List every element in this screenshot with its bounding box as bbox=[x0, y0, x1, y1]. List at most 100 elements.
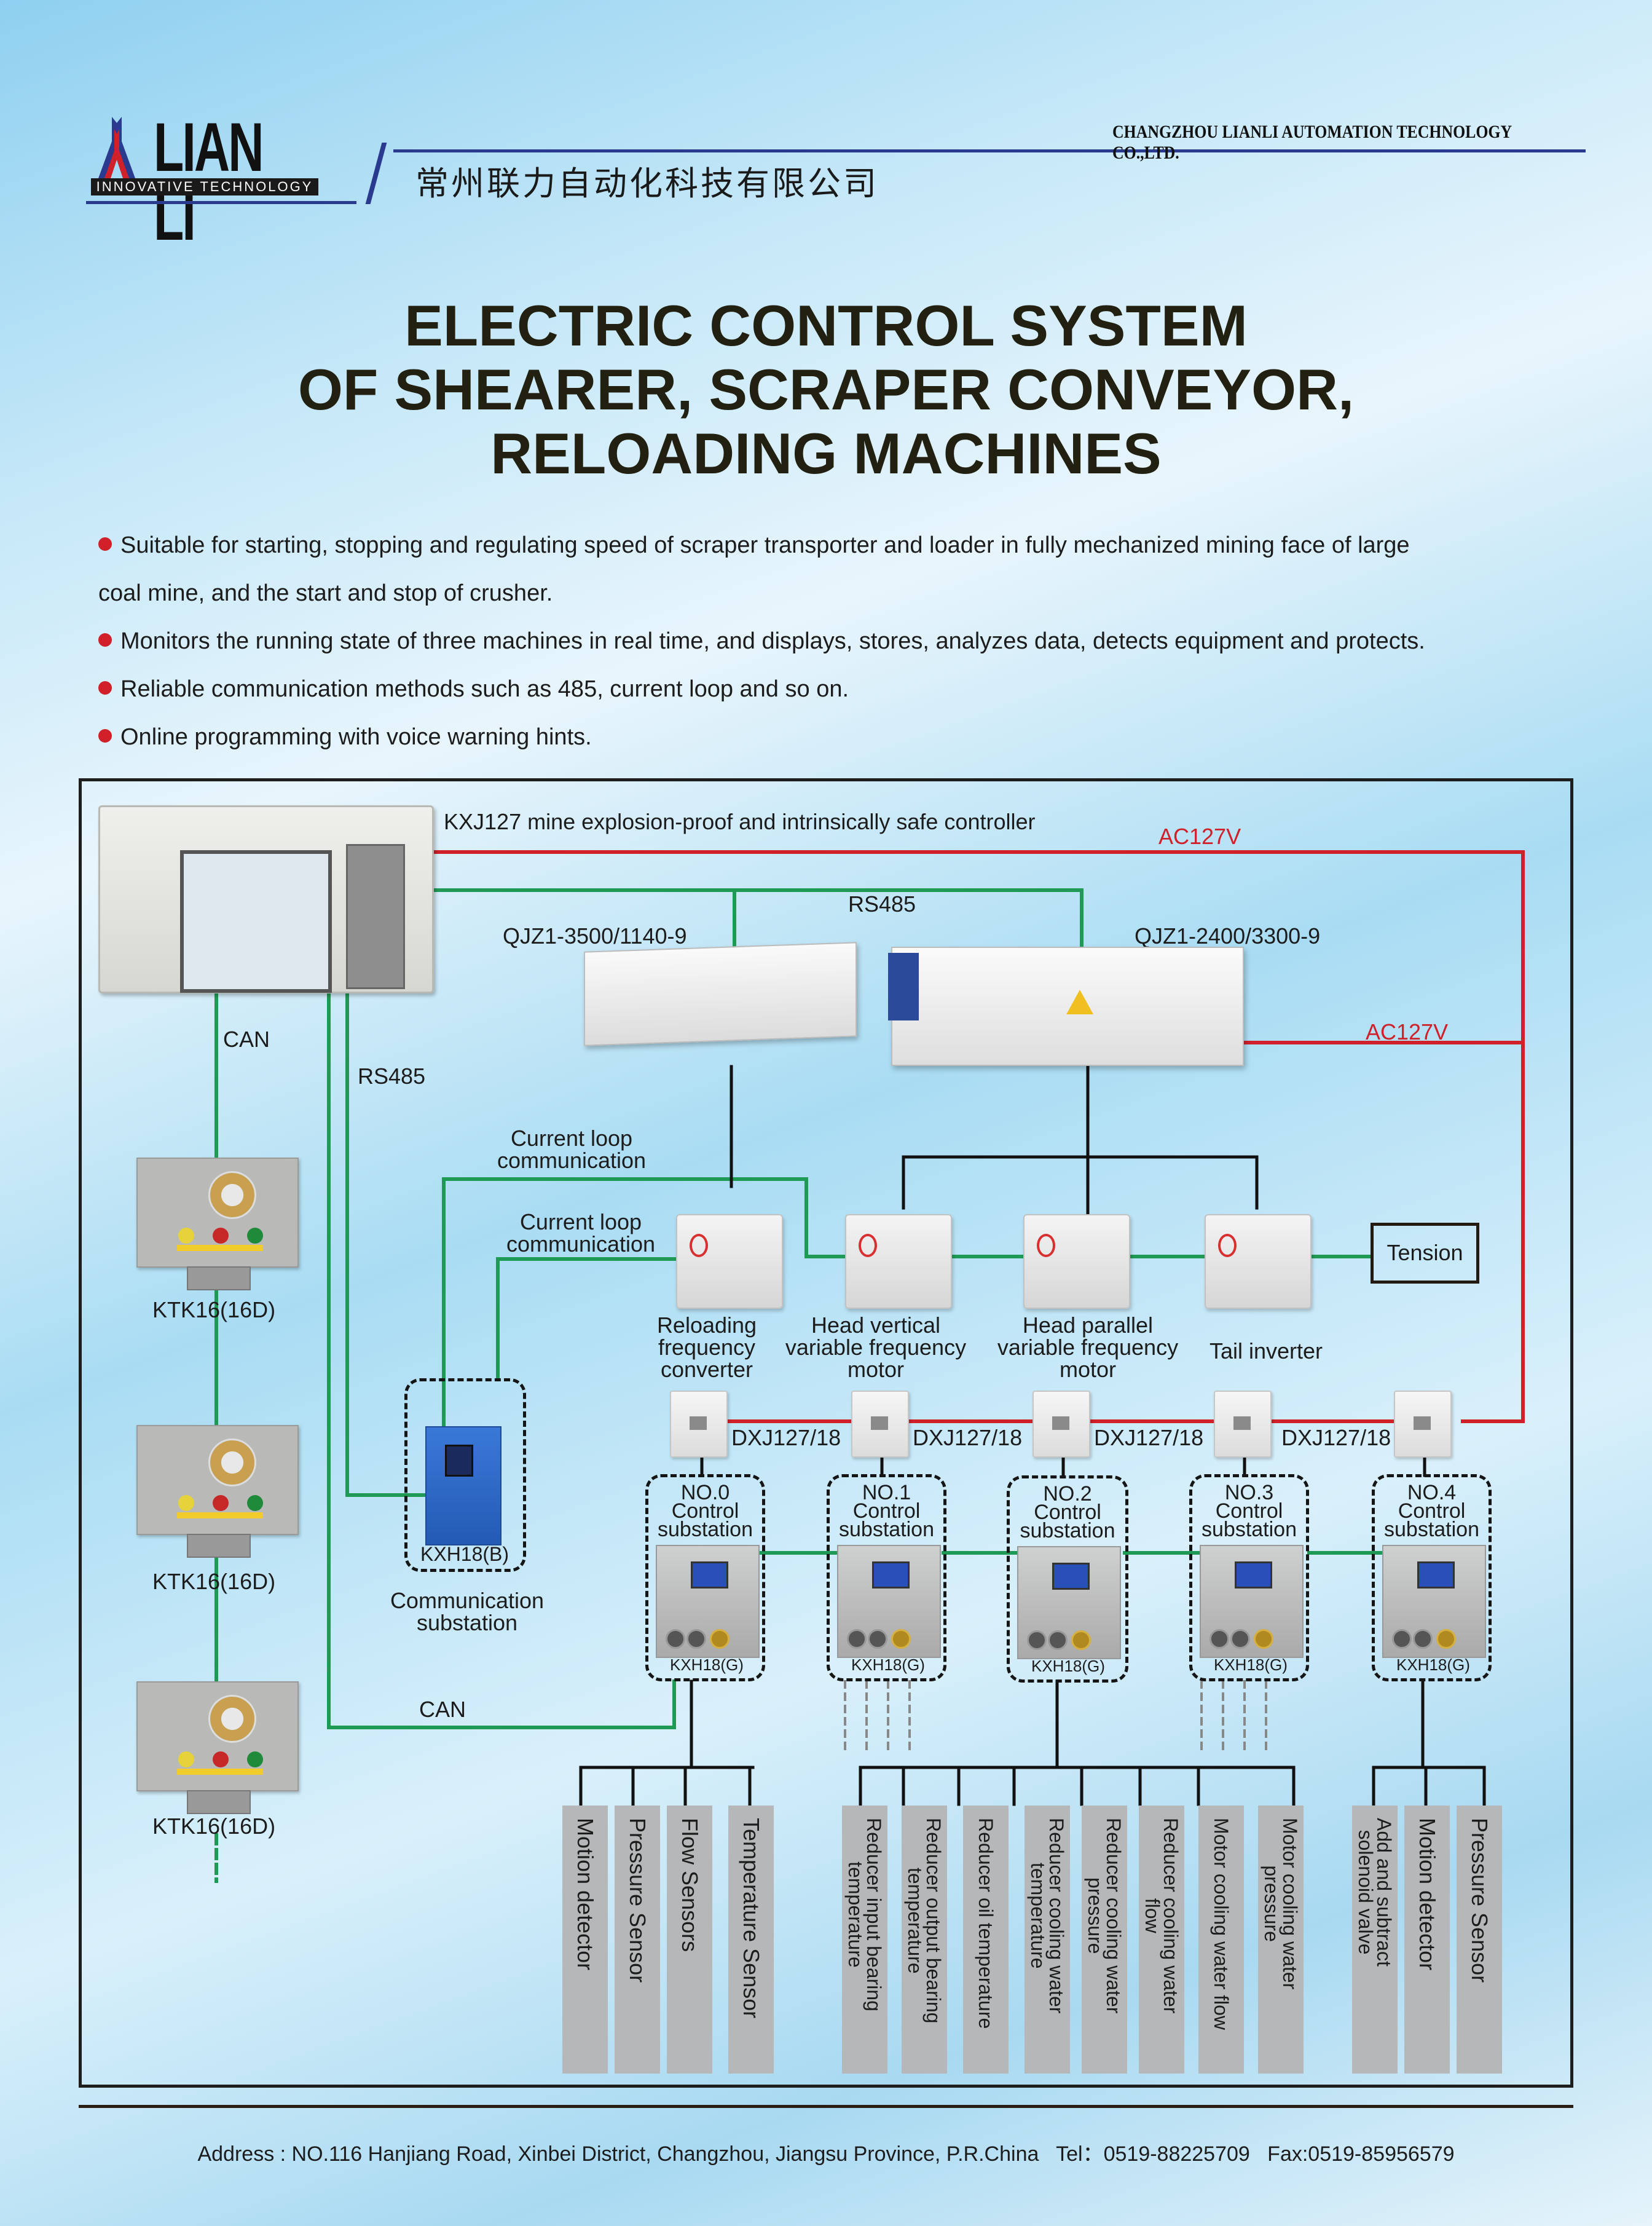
selector-knob-icon bbox=[208, 1439, 256, 1486]
tension-box: Tension bbox=[1371, 1223, 1479, 1284]
kxh18b-unit bbox=[425, 1426, 502, 1545]
ac127v-label-top: AC127V bbox=[1158, 824, 1241, 849]
control-substation-0: NO.0 Control substation KXH18(G) bbox=[645, 1474, 765, 1681]
sensor-box: Motor cooling water flow bbox=[1198, 1806, 1244, 2074]
ac-line-top bbox=[430, 850, 1525, 1423]
high-voltage-warning-icon bbox=[1066, 990, 1093, 1014]
bullet-dot-icon bbox=[98, 633, 112, 647]
sensor-box: Pressure Sensor bbox=[615, 1806, 660, 2074]
sensor-box: Motion detector bbox=[1404, 1806, 1450, 2074]
bullet-dot-icon bbox=[98, 681, 112, 695]
footer-address: Address : NO.116 Hanjiang Road, Xinbei D… bbox=[197, 2142, 1039, 2166]
brand-name: LIAN LI bbox=[154, 109, 264, 255]
kxh18g-label: KXH18(G) bbox=[851, 1656, 925, 1674]
switchgear-blue-panel bbox=[888, 953, 919, 1020]
ac127v-label-right: AC127V bbox=[1366, 1019, 1449, 1044]
motor-label: Reloading frequency converter bbox=[656, 1312, 757, 1382]
sensor-box: Reducer input bearing temperature bbox=[842, 1806, 887, 2074]
sensor-box: Reducer oil temperature bbox=[963, 1806, 1009, 2074]
feature-item-continuation: coal mine, and the start and stop of cru… bbox=[98, 580, 553, 606]
can-label-left: CAN bbox=[223, 1027, 270, 1052]
selector-knob-icon bbox=[208, 1695, 256, 1743]
dxj-power-box bbox=[1032, 1391, 1090, 1458]
current-loop-1 bbox=[442, 1177, 850, 1483]
signal-lines bbox=[579, 1065, 1486, 1806]
feature-item: Reliable communication methods such as 4… bbox=[98, 665, 1573, 713]
dxj-power-box bbox=[851, 1391, 909, 1458]
qjz1-3500-switchgear bbox=[584, 942, 857, 1046]
dxj-power-box bbox=[670, 1391, 728, 1458]
sub0-sensor-bus bbox=[579, 1679, 755, 1806]
motor-label: Tail inverter bbox=[1209, 1338, 1323, 1364]
comm-substation-group bbox=[404, 1378, 526, 1572]
qjz-b-label: QJZ1-2400/3300-9 bbox=[1135, 923, 1321, 949]
dxj-power-box bbox=[1394, 1391, 1452, 1458]
can-bottom bbox=[327, 988, 676, 1729]
sensor-box: Reducer output bearing temperature bbox=[902, 1806, 947, 2074]
ktk16-label: KTK16(16D) bbox=[152, 1297, 276, 1322]
ktk16-unit bbox=[136, 1681, 299, 1814]
sensor-box: Motion detector bbox=[562, 1806, 608, 2074]
power-lines bbox=[430, 850, 1525, 1423]
lianli-logo-mark-icon bbox=[98, 117, 135, 178]
selector-knob-icon bbox=[208, 1171, 256, 1219]
header-rule-left bbox=[86, 201, 356, 204]
title-line-1: ELECTRIC CONTROL SYSTEM bbox=[404, 293, 1248, 358]
sensor-box: Flow Sensors bbox=[667, 1806, 712, 2074]
rs485-label-top: RS485 bbox=[848, 891, 916, 917]
control-substation-4: NO.4 Control substation KXH18(G) bbox=[1372, 1474, 1492, 1681]
sensor-box: Motor cooling water pressure bbox=[1258, 1806, 1304, 2074]
comm-substation-label: Communication substation bbox=[390, 1588, 545, 1635]
sub2-sensor-bus bbox=[859, 1679, 1296, 1806]
dxj-label: DXJ127/18 bbox=[731, 1425, 841, 1450]
qjz-a-label: QJZ1-3500/1140-9 bbox=[503, 923, 687, 949]
feature-item: Monitors the running state of three mach… bbox=[98, 617, 1573, 665]
dxj-label: DXJ127/18 bbox=[1281, 1425, 1391, 1450]
dxj-label: DXJ127/18 bbox=[1094, 1425, 1204, 1450]
rs485-top bbox=[430, 888, 1084, 952]
ktk16-label: KTK16(16D) bbox=[152, 1569, 276, 1594]
comm-lines bbox=[214, 888, 1400, 1729]
rs485-left bbox=[345, 988, 427, 1497]
page-title: ELECTRIC CONTROL SYSTEM OF SHEARER, SCRA… bbox=[0, 294, 1652, 486]
kxh18b-label: KXH18(B) bbox=[420, 1543, 509, 1565]
motor-head-parallel bbox=[1023, 1214, 1130, 1309]
sensor-box: Temperature Sensor bbox=[728, 1806, 774, 2074]
sensor-box: Reducer cooling water pressure bbox=[1082, 1806, 1127, 2074]
ktk16-unit bbox=[136, 1425, 299, 1558]
feature-list: Suitable for starting, stopping and regu… bbox=[98, 521, 1573, 761]
kxh18g-label: KXH18(G) bbox=[1214, 1656, 1288, 1674]
control-substation-2: NO.2 Control substation KXH18(G) bbox=[1007, 1475, 1128, 1683]
title-line-3: RELOADING MACHINES bbox=[490, 421, 1162, 486]
footer-fax: Fax:0519-85956579 bbox=[1267, 2142, 1455, 2166]
controller-screen bbox=[180, 850, 332, 993]
sub4-sensor-bus bbox=[1372, 1679, 1486, 1806]
kxh18g-label: KXH18(G) bbox=[670, 1656, 744, 1674]
kxh18g-unit bbox=[1200, 1545, 1304, 1658]
qjz-b-bus bbox=[902, 1065, 1259, 1219]
motor-reloading bbox=[676, 1214, 783, 1309]
footer-tel: Tel：0519-88225709 bbox=[1056, 2142, 1250, 2166]
company-logo: LIAN LI INNOVATIVE TECHNOLOGY bbox=[86, 113, 320, 251]
rs485-label-left: RS485 bbox=[358, 1064, 426, 1089]
current-loop-2 bbox=[496, 1257, 683, 1379]
ktk16-unit bbox=[136, 1158, 299, 1290]
dxj-label: DXJ127/18 bbox=[913, 1425, 1023, 1450]
footer-rule bbox=[79, 2105, 1573, 2108]
controller-label: KXJ127 mine explosion-proof and intrinsi… bbox=[444, 809, 1036, 834]
control-substation-1: NO.1 Control substation KXH18(G) bbox=[827, 1474, 946, 1681]
dxj-power-box bbox=[1214, 1391, 1272, 1458]
header-rule-right bbox=[393, 149, 1586, 152]
diagram-frame bbox=[79, 778, 1573, 2088]
current-loop-label-1: Current loop communication bbox=[497, 1126, 647, 1173]
kxj127-controller bbox=[98, 805, 434, 993]
motor-tail-inverter bbox=[1205, 1214, 1312, 1309]
can-label-bottom: CAN bbox=[419, 1697, 466, 1722]
ktk16-label: KTK16(16D) bbox=[152, 1814, 276, 1839]
company-name-en: CHANGZHOU LIANLI AUTOMATION TECHNOLOGY C… bbox=[1112, 122, 1512, 163]
motor-head-vertical bbox=[845, 1214, 952, 1309]
title-line-2: OF SHEARER, SCRAPER CONVEYOR, bbox=[297, 357, 1355, 422]
motor-label: Head parallel variable frequency motor bbox=[997, 1312, 1179, 1382]
dxj-to-sub bbox=[700, 1455, 1426, 1477]
